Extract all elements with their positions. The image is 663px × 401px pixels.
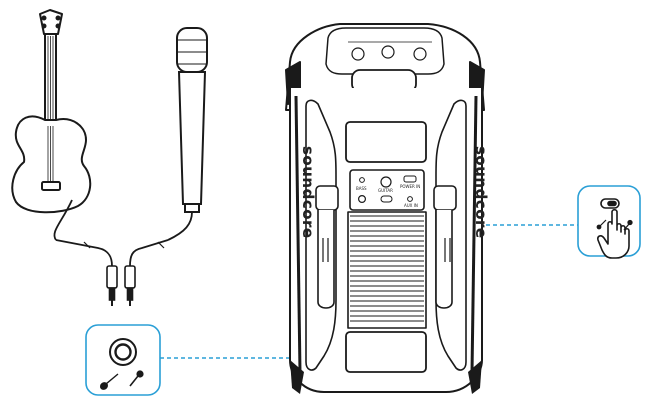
toggle-switch-icon xyxy=(600,198,620,209)
finger-press-switch-icon xyxy=(597,208,630,259)
speaker-icon xyxy=(285,23,485,393)
brand-right: soundcore xyxy=(472,146,490,239)
microphone-icon xyxy=(167,27,208,241)
panel-label-aux: AUX IN xyxy=(404,203,418,208)
audio-jack-plugs xyxy=(106,265,136,306)
jack-callout xyxy=(85,324,161,396)
panel-label-guitar: GUITAR xyxy=(378,188,393,193)
audio-jack-icon xyxy=(109,338,137,366)
guitar-icon xyxy=(11,9,92,241)
microphone-small-icon xyxy=(129,370,144,387)
brand-left: soundcore xyxy=(299,146,317,239)
panel-label-bass: BASS xyxy=(356,186,367,191)
panel-label-power: POWER IN xyxy=(400,184,420,189)
speaker-bumpers xyxy=(290,360,482,394)
y-cable xyxy=(55,239,169,267)
speaker-grille xyxy=(350,215,424,322)
panel-labels: BASS GUITAR POWER IN AUX IN xyxy=(356,184,420,208)
switch-callout xyxy=(577,185,641,259)
guitar-small-icon xyxy=(99,373,119,390)
guitar-tiny-icon xyxy=(596,219,607,230)
speaker-input-panel xyxy=(349,169,425,211)
microphone-tiny-icon xyxy=(623,219,633,231)
